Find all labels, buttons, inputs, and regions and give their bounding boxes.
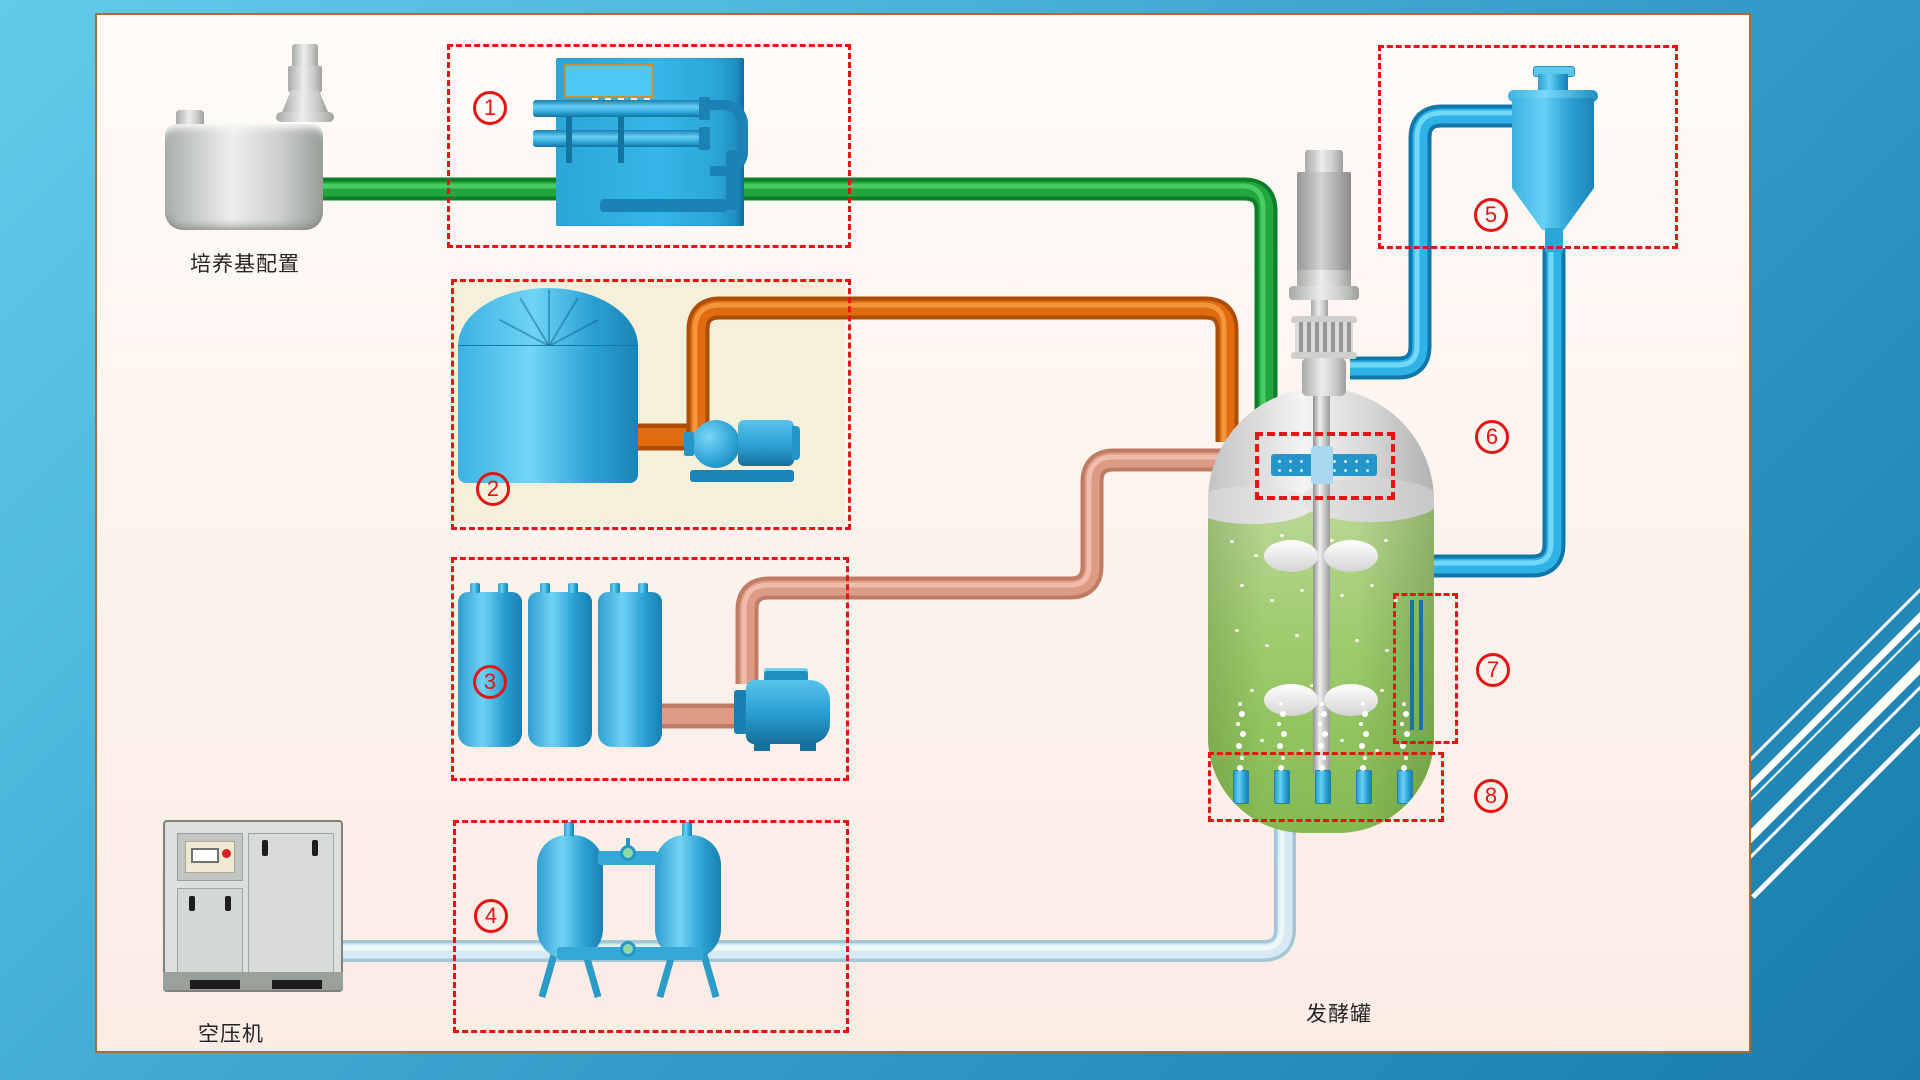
fermenter-neck — [1302, 358, 1346, 396]
badge-1-num: 1 — [483, 95, 497, 120]
dashed-region-2 — [451, 279, 851, 530]
badge-4-num: 4 — [484, 903, 498, 928]
transfer-pump-motor-cap — [792, 426, 800, 460]
badge-5: 5 — [1474, 198, 1508, 232]
badge-7: 7 — [1476, 653, 1510, 687]
badge-3-num: 3 — [483, 669, 497, 694]
compressor-left-door — [177, 888, 243, 976]
medium-tank-agitator-top — [292, 44, 318, 68]
foam-flecks — [1208, 388, 1212, 391]
cip-pump-motor — [746, 680, 830, 744]
compressor-right-door — [248, 833, 334, 976]
cip-tank-2 — [528, 592, 592, 747]
sparger-nozzle-1 — [1233, 770, 1249, 804]
bubble-trail-5 — [1402, 702, 1406, 706]
sterilizer-tube-cap-upper — [699, 97, 710, 120]
cooling-coil-tube-2 — [1419, 600, 1423, 730]
impeller-blade-1 — [1264, 540, 1318, 572]
agitator-motor-cap — [1305, 150, 1343, 174]
bubble-trail-4 — [1361, 702, 1365, 706]
compressor-foot-1 — [190, 980, 240, 989]
sterilizer-support-1 — [566, 117, 572, 163]
sparger-nozzle-3 — [1315, 770, 1331, 804]
badge-2: 2 — [476, 472, 510, 506]
cyclone-top-nozzle — [1538, 74, 1568, 94]
agitator-shaft — [1313, 388, 1330, 773]
dashed-region-8 — [1208, 752, 1444, 822]
badge-5-num: 5 — [1484, 202, 1498, 227]
caption-fermenter: 发酵罐 — [1306, 1003, 1372, 1026]
badge-6-num: 6 — [1485, 424, 1499, 449]
sparger-nozzle-2 — [1274, 770, 1290, 804]
compressor-right-handle-2 — [312, 840, 318, 856]
cip-pump-foot-2 — [800, 742, 816, 751]
compressor-left-handle-2 — [225, 896, 231, 911]
agitator-motor-body — [1297, 172, 1351, 274]
cip-pump-foot-1 — [754, 742, 770, 751]
dashed-region-1 — [447, 44, 851, 248]
agitator-coupling-rim-bottom — [1291, 352, 1357, 359]
sterilizer-tube-cap-lower — [699, 127, 710, 150]
badge-8-num: 8 — [1484, 783, 1498, 808]
dashed-region-6 — [1255, 432, 1395, 500]
medium-tank-agitator-collar — [276, 112, 334, 122]
medium-tank-body — [165, 124, 323, 230]
caption-compressor: 空压机 — [198, 1023, 264, 1046]
sparger-nozzle-5 — [1397, 770, 1413, 804]
agitator-motor-band — [1297, 270, 1351, 286]
dashed-region-5 — [1378, 45, 1678, 249]
compressor-red-button — [222, 849, 231, 858]
badge-6: 6 — [1475, 420, 1509, 454]
badge-1: 1 — [473, 91, 507, 125]
sterilizer-support-2 — [618, 117, 624, 163]
bubble-trail-2 — [1279, 702, 1283, 706]
bubble-trail-3 — [1320, 702, 1324, 706]
cip-tank-3 — [598, 592, 662, 747]
compressor-display — [191, 848, 219, 863]
badge-2-num: 2 — [486, 476, 500, 501]
badge-8: 8 — [1474, 779, 1508, 813]
compressor-right-handle-1 — [262, 840, 268, 856]
impeller-blade-2 — [1324, 540, 1378, 572]
compressor-left-handle-1 — [189, 896, 195, 911]
badge-3: 3 — [473, 665, 507, 699]
bubble-trail-1 — [1238, 702, 1242, 706]
foam-breaker-hub — [1311, 446, 1333, 484]
agitator-coupling-rim-top — [1291, 316, 1357, 323]
agitator-coupling — [1295, 322, 1353, 354]
dashed-region-7 — [1393, 593, 1458, 744]
cooling-coil-tube-1 — [1410, 600, 1414, 730]
compressor-foot-2 — [272, 980, 322, 989]
impeller-blade-4 — [1324, 684, 1378, 716]
cyclone-body — [1512, 98, 1594, 188]
sparger-nozzle-4 — [1356, 770, 1372, 804]
medium-tank-agitator-flare — [282, 90, 328, 112]
dashed-region-4 — [453, 820, 849, 1033]
agitator-flange — [1289, 286, 1359, 300]
badge-7-num: 7 — [1486, 657, 1500, 682]
medium-tank-agitator-block — [288, 66, 322, 92]
sterilizer-screen — [564, 64, 654, 98]
sterilizer-tube-upper — [533, 100, 705, 117]
impeller-blade-3 — [1264, 684, 1318, 716]
medium-tank-nozzle — [176, 110, 204, 126]
dashed-region-3 — [451, 557, 849, 781]
caption-medium-tank: 培养基配置 — [190, 253, 300, 276]
badge-4: 4 — [474, 899, 508, 933]
